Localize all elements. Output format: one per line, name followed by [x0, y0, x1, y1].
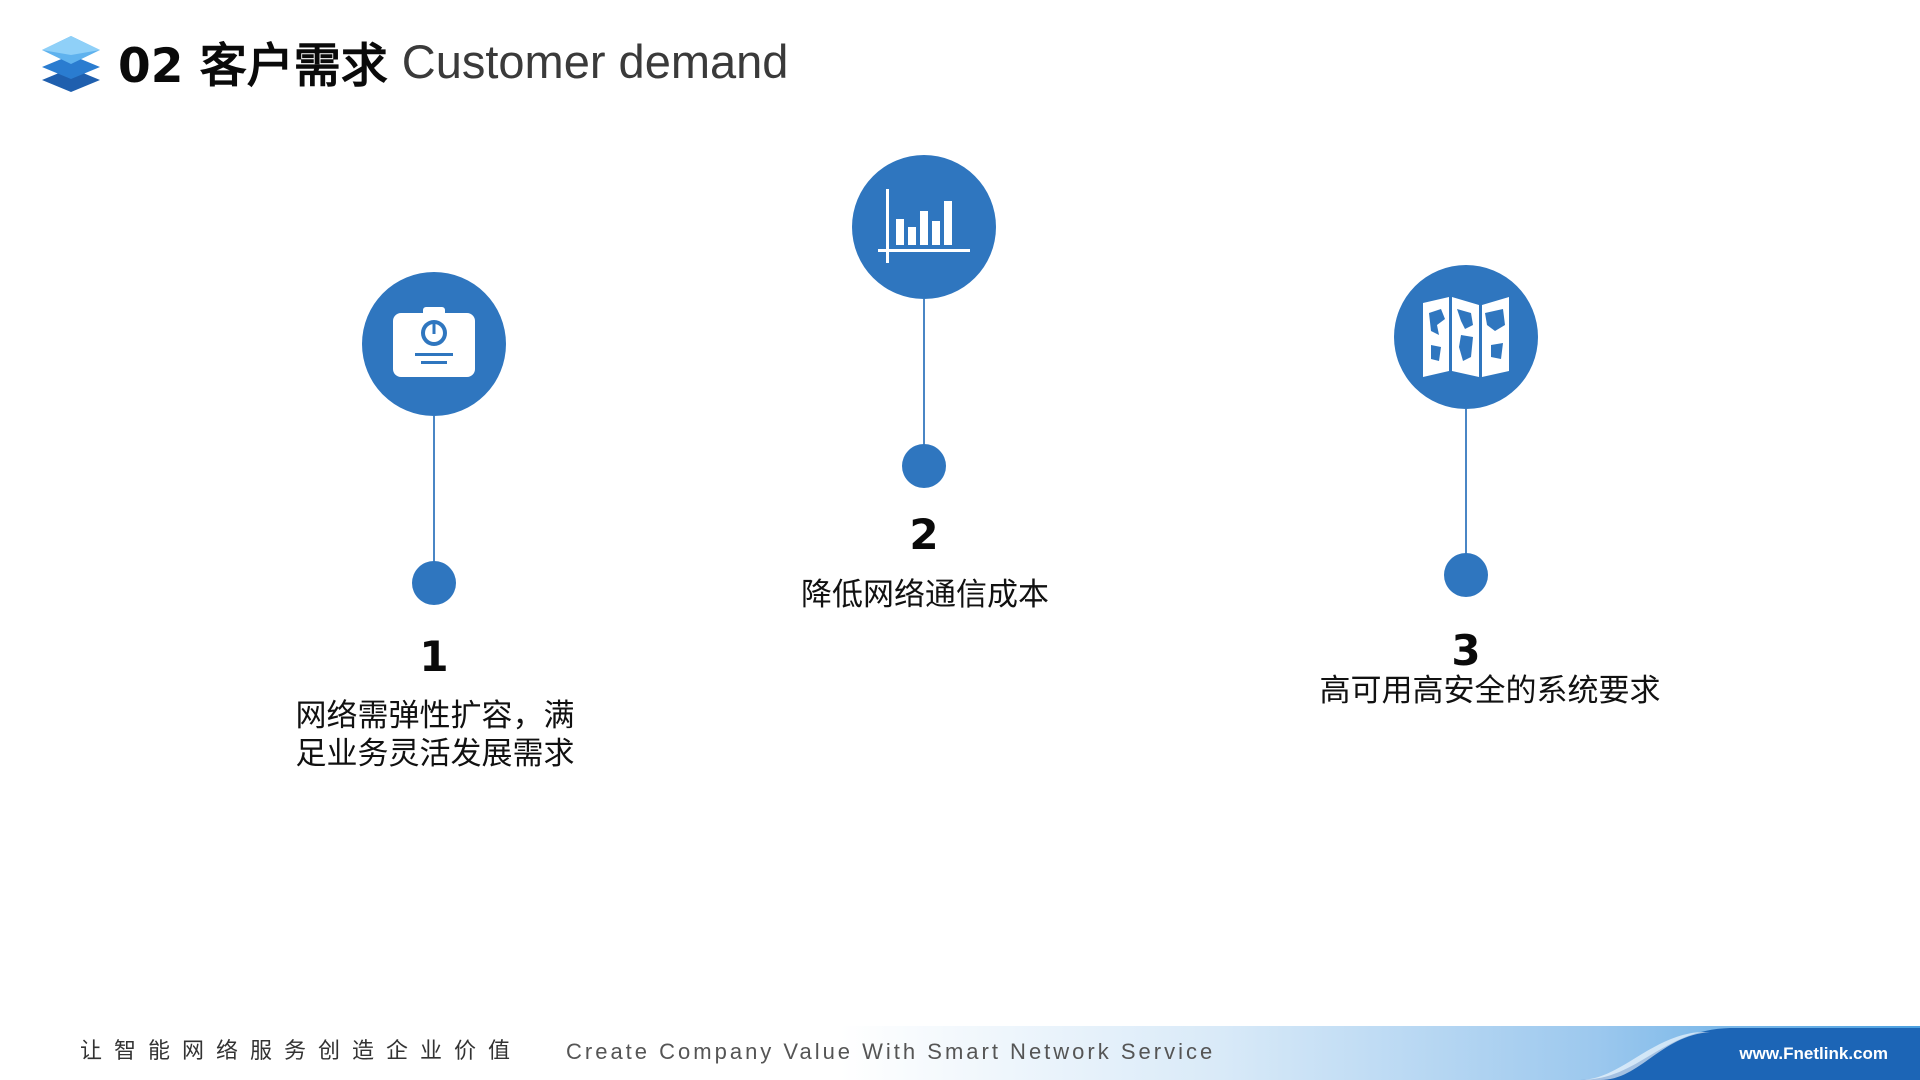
page-header: 02 客户需求 Customer demand — [40, 28, 788, 94]
world-map-icon — [1394, 265, 1538, 409]
footer-slogan-en: Create Company Value With Smart Network … — [566, 1039, 1216, 1064]
item-number: 2 — [909, 510, 939, 559]
page-subtitle: Customer demand — [401, 34, 789, 88]
footer-wave-decoration — [1580, 1028, 1920, 1080]
footer-slogan-cn: 让智能网络服务创造企业价值 — [80, 1039, 523, 1064]
layers-icon — [42, 36, 100, 92]
connector-line — [1465, 409, 1467, 557]
footer-url[interactable]: www.Fnetlink.com — [1739, 1044, 1888, 1063]
item-description-line: 降低网络通信成本 — [801, 577, 1049, 613]
item-description: 高可用高安全的系统要求 — [1300, 672, 1680, 710]
dashboard-card-icon — [362, 272, 506, 416]
footer-bar: 让智能网络服务创造企业价值 Create Company Value With … — [0, 1026, 1920, 1080]
item-description-line: 足业务灵活发展需求 — [295, 736, 575, 772]
item-number: 3 — [1451, 626, 1481, 675]
item-description: 网络需弹性扩容，满 足业务灵活发展需求 — [260, 697, 610, 773]
bar-chart-icon — [852, 155, 996, 299]
timeline-dot — [1444, 553, 1488, 597]
item-number: 1 — [419, 632, 449, 681]
connector-line — [433, 416, 435, 564]
item-description-line: 网络需弹性扩容，满 — [295, 698, 575, 734]
connector-line — [923, 299, 925, 447]
page-title: 02 客户需求 — [118, 38, 388, 94]
item-description-line: 高可用高安全的系统要求 — [1319, 673, 1661, 709]
timeline-dot — [902, 444, 946, 488]
timeline-dot — [412, 561, 456, 605]
item-description: 降低网络通信成本 — [760, 576, 1090, 614]
